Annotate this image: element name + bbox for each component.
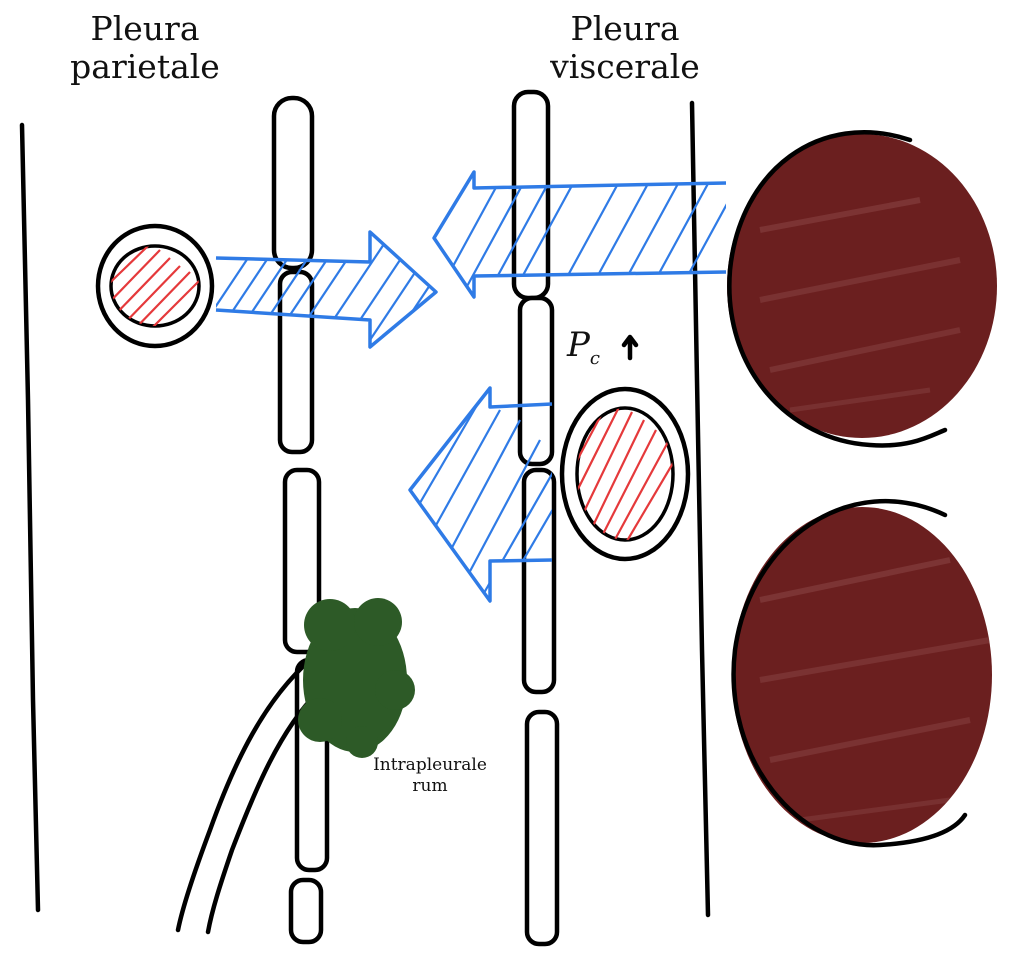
visceral-cell xyxy=(517,295,555,467)
parietal-cell xyxy=(282,467,322,655)
pleura-viscerale-label: Pleura viscerale xyxy=(540,10,710,86)
pc-subscript: c xyxy=(589,347,600,369)
pc-symbol: P xyxy=(567,325,590,365)
visceral-pleura-cells xyxy=(511,89,560,947)
visceral-capillary xyxy=(559,386,691,562)
capillary-pressure-label: Pc xyxy=(567,325,617,369)
lymphatic-vessel xyxy=(175,657,321,935)
parietal-cell xyxy=(277,269,315,455)
alveolus-lower xyxy=(731,498,992,848)
parietal-pleura-cells xyxy=(271,95,330,945)
visceral-cell xyxy=(524,709,560,947)
parietal-capillary xyxy=(95,223,215,349)
chest-wall-line xyxy=(19,122,41,913)
pleura-parietale-line2: parietale xyxy=(70,47,220,86)
pleura-parietale-line1: Pleura xyxy=(90,9,200,48)
filtration-arrow-parietal xyxy=(215,230,438,349)
pleura-parietale-label: Pleura parietale xyxy=(60,10,230,86)
visceral-cell xyxy=(521,467,557,695)
pleura-viscerale-line2: viscerale xyxy=(550,47,700,86)
parietal-cell xyxy=(288,877,324,945)
filtration-arrow-visceral xyxy=(408,386,553,603)
filtration-arrow-lung xyxy=(432,170,727,299)
intrapleural-line2: rum xyxy=(412,776,448,796)
alveolus-upper xyxy=(727,130,997,448)
intrapleural-line1: Intrapleurale xyxy=(373,755,487,775)
parietal-cell xyxy=(271,95,315,271)
pc-up-arrow xyxy=(621,334,639,361)
lung-surface-line xyxy=(689,100,711,918)
intrapleural-space-label: Intrapleurale rum xyxy=(340,755,520,797)
lymphatic-stoma xyxy=(298,598,415,758)
pleura-viscerale-line1: Pleura xyxy=(570,9,680,48)
